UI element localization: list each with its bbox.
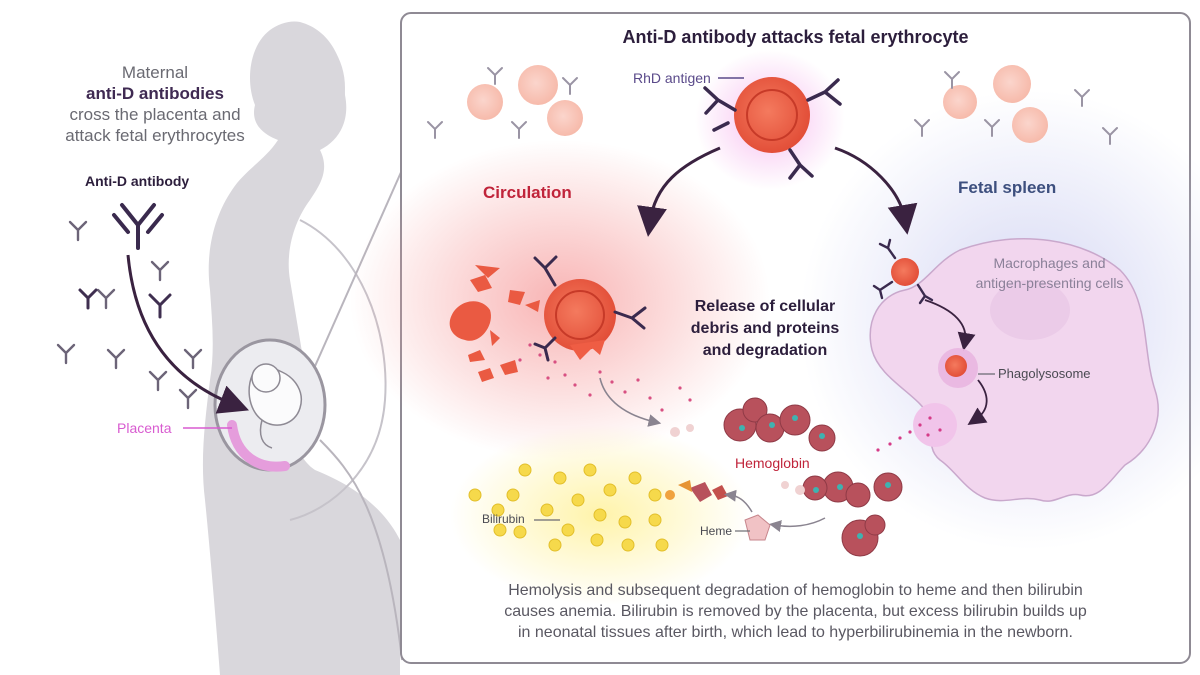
maternal-line-3: cross the placenta and: [69, 105, 241, 124]
maternal-line-2: anti-D antibodies: [86, 84, 224, 103]
arrow-phago-down: [967, 379, 988, 425]
caption-line-1: Hemolysis and subsequent degradation of …: [508, 582, 1083, 599]
release-line-1: Release of cellular: [694, 298, 836, 315]
spleen-erythrocyte: [891, 258, 919, 286]
arrow-to-spleen: [834, 146, 918, 235]
circulation-antibodies: [533, 255, 647, 362]
pale-debris: [670, 424, 805, 495]
placenta-label: Placenta: [117, 420, 172, 436]
panel-title: Anti-D antibody attacks fetal erythrocyt…: [622, 27, 969, 47]
background-antibodies: [427, 67, 1118, 145]
arrow-heme-to-bilirubin: [724, 489, 753, 513]
macro-line-1: Macrophages and: [993, 255, 1106, 271]
heme-fragments: [665, 480, 771, 541]
lysing-erythrocyte: [544, 279, 616, 360]
pregnant-woman-silhouette: [202, 21, 403, 675]
bottom-caption: Hemolysis and subsequent degradation of …: [401, 580, 1190, 643]
release-caption: Release of cellular debris and proteins …: [690, 296, 840, 362]
anti-d-antibody-icon: [112, 203, 164, 250]
macro-line-2: antigen-presenting cells: [975, 275, 1124, 291]
caption-line-2: causes anemia. Bilirubin is removed by t…: [504, 603, 1087, 620]
anti-d-antibody-label: Anti-D antibody: [85, 173, 190, 189]
phagolysosome-label: Phagolysosome: [998, 366, 1091, 381]
arrow-to-hemoglobin: [599, 377, 662, 427]
rhd-antigen-label: RhD antigen: [633, 70, 711, 86]
bound-antibodies: [703, 78, 842, 180]
maternal-line-4: attack fetal erythrocytes: [65, 126, 245, 145]
rhd-erythrocyte: [734, 77, 810, 153]
release-line-3: and degradation: [702, 342, 828, 359]
hemoglobin-label: Hemoglobin: [735, 455, 810, 471]
arrow-hemoglobin-to-heme: [769, 517, 826, 532]
fetal-spleen-label: Fetal spleen: [958, 178, 1057, 197]
heme-dots: [739, 415, 891, 539]
bilirubin-label: Bilirubin: [482, 512, 525, 526]
spleen-antibodies: [872, 238, 934, 305]
exocytosis-vesicle: [876, 403, 957, 452]
maternal-antibodies: [56, 220, 203, 410]
caption-line-3: in neonatal tissues after birth, which l…: [518, 624, 1073, 641]
arrow-to-phagolysosome: [924, 299, 976, 351]
antibody-transfer-arrow: [126, 254, 249, 414]
phagolysosome: [938, 348, 995, 388]
background-erythrocytes: [467, 65, 1048, 143]
uterus-with-fetus: [213, 338, 327, 472]
cell-debris: [449, 265, 540, 382]
maternal-caption: Maternal anti-D antibodies cross the pla…: [40, 62, 270, 146]
debris-particles: [518, 343, 692, 412]
macrophage-caption: Macrophages and antigen-presenting cells: [952, 253, 1147, 293]
arrow-to-circulation: [637, 146, 721, 237]
circulation-label: Circulation: [483, 183, 572, 202]
maternal-line-1: Maternal: [121, 63, 189, 82]
heme-label: Heme: [700, 524, 733, 538]
bilirubin-molecules: [468, 463, 669, 552]
release-line-2: debris and proteins: [690, 320, 840, 337]
